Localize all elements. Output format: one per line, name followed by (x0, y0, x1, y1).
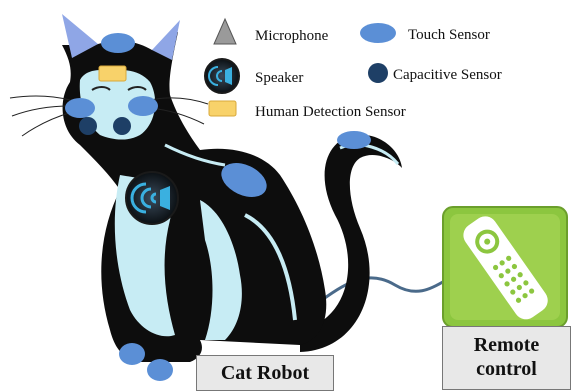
capacitive-sensor-icon (368, 63, 388, 83)
legend-human-detection-sensor-label: Human Detection Sensor (255, 104, 406, 120)
touch-sensor-cheek-right (128, 96, 158, 116)
cat-robot-caption: Cat Robot (196, 355, 334, 391)
capacitive-sensor-left (79, 117, 97, 135)
capacitive-sensor-right (113, 117, 131, 135)
remote-control-icon (442, 206, 568, 328)
speaker-chest (125, 171, 179, 225)
legend-capacitive-sensor-label: Capacitive Sensor (393, 67, 502, 83)
touch-sensor-icon (360, 23, 396, 43)
legend-speaker-label: Speaker (255, 70, 304, 86)
remote-caption-line1: Remote (473, 334, 540, 356)
touch-sensor-paw-left (119, 343, 145, 365)
touch-sensor-back (221, 163, 267, 197)
human-detection-sensor-head (98, 65, 127, 82)
whiskers (9, 95, 209, 137)
cat-tail (300, 134, 402, 352)
speaker-icon (204, 58, 240, 94)
remote-control-caption: Remote control (442, 326, 571, 390)
touch-sensor-head (101, 33, 135, 53)
touch-sensor-paw-right (147, 359, 173, 381)
cat-left-ear (62, 14, 98, 58)
legend-microphone-label: Microphone (255, 28, 329, 44)
legend-touch-sensor-label: Touch Sensor (408, 27, 490, 43)
cat-leg-fur (200, 200, 242, 340)
microphone-icon (213, 17, 237, 45)
remote-caption-line2: control (476, 358, 537, 380)
touch-sensor-cheek-left (65, 98, 95, 118)
touch-sensor-tail (337, 131, 371, 149)
cat-right-ear (152, 20, 180, 60)
human-detection-sensor-icon (208, 100, 237, 117)
cable (321, 276, 447, 302)
